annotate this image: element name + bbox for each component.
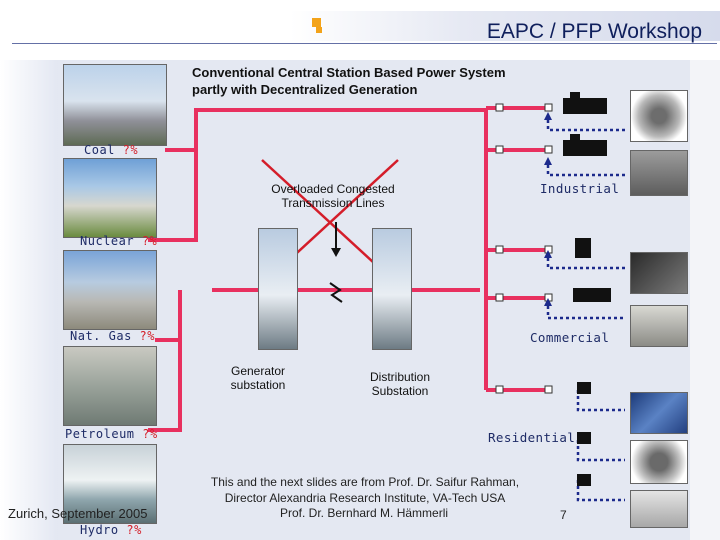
turbine-photo <box>630 90 688 142</box>
bolt-icon <box>329 282 343 303</box>
petroleum-caption: Petroleum ?% <box>65 427 158 441</box>
gas-plant-photo <box>63 250 157 330</box>
left-strip <box>0 60 58 540</box>
generator-substation-photo <box>258 228 298 350</box>
node <box>495 103 504 112</box>
node <box>544 145 553 154</box>
node <box>495 245 504 254</box>
node <box>544 103 553 112</box>
load-symbols <box>563 92 611 486</box>
fuel-cell-photo <box>630 252 688 294</box>
factory-load-icon <box>563 98 607 114</box>
header-divider <box>12 43 717 44</box>
house-load-icon <box>577 382 591 394</box>
hydro-plant-photo <box>63 444 157 524</box>
page-title: EAPC / PFP Workshop <box>486 20 702 43</box>
logo-mark-small <box>316 27 322 33</box>
house-load-icon <box>577 432 591 444</box>
coal-plant-photo <box>63 64 167 146</box>
node <box>495 145 504 154</box>
diagram-title: Conventional Central Station Based Power… <box>192 65 506 97</box>
node <box>495 293 504 302</box>
page-number: 7 <box>560 508 567 522</box>
house-load-icon <box>577 474 591 486</box>
hydro-caption: Hydro ?% <box>80 523 142 537</box>
logo-mark <box>312 18 321 27</box>
factory-load-icon <box>563 140 607 156</box>
header-bar <box>290 11 720 41</box>
industrial-label: Industrial <box>540 181 620 196</box>
footer-presenter: Prof. Dr. Bernhard M. Hämmerli <box>280 506 449 520</box>
coal-caption: Coal ?% <box>84 143 139 157</box>
car-photo <box>630 490 688 528</box>
generator-substation-label: Generator substation <box>230 364 286 392</box>
residential-label: Residential <box>488 430 576 445</box>
dotted-arrows <box>546 120 625 502</box>
store-load-icon <box>573 288 611 302</box>
microturbine-photo <box>630 440 688 484</box>
footer-location: Zurich, September 2005 <box>8 506 148 521</box>
nuclear-plant-photo <box>63 158 157 238</box>
lower-feed <box>148 290 182 432</box>
nuclear-caption: Nuclear ?% <box>80 234 158 248</box>
congested-lines-label: Overloaded Congested Transmission Lines <box>271 182 395 210</box>
office-load-icon <box>575 238 591 258</box>
gas-caption: Nat. Gas ?% <box>70 329 155 343</box>
right-strip <box>690 60 720 540</box>
petroleum-plant-photo <box>63 346 157 426</box>
main-bus-line <box>148 108 488 390</box>
engine-photo <box>630 150 688 196</box>
node <box>495 385 504 394</box>
credit-note: This and the next slides are from Prof. … <box>210 475 520 505</box>
node <box>544 385 553 394</box>
solar-panel-photo <box>630 392 688 434</box>
distribution-substation-label: Distribution Substation <box>369 370 431 398</box>
distribution-substation-photo <box>372 228 412 350</box>
down-arrow-icon <box>331 222 341 257</box>
generator-unit-photo <box>630 305 688 347</box>
arrowheads <box>544 112 552 306</box>
transmission-network <box>148 106 548 432</box>
commercial-label: Commercial <box>530 330 610 345</box>
